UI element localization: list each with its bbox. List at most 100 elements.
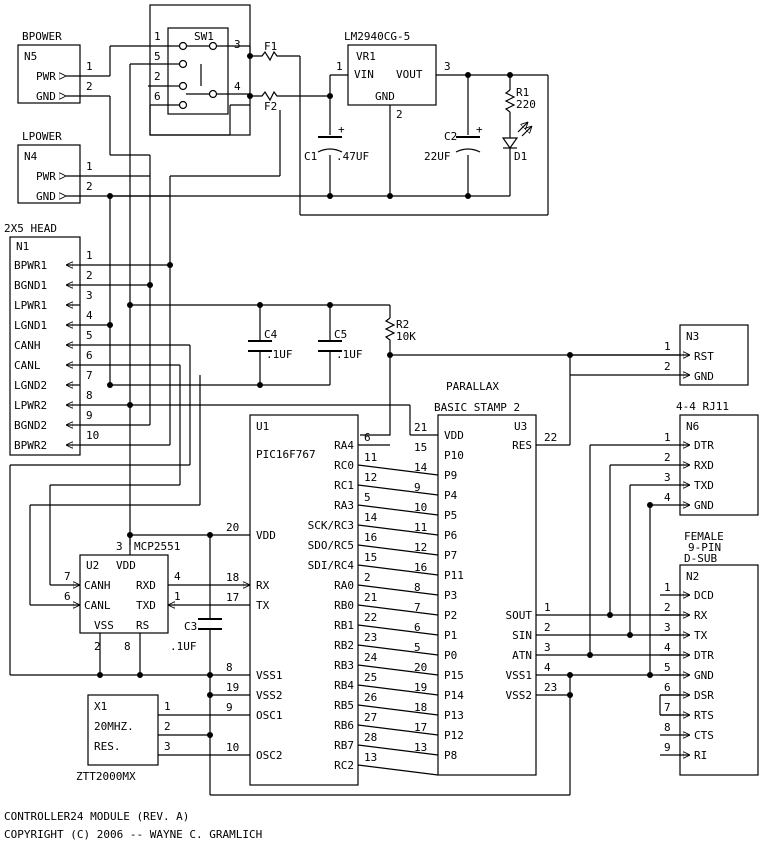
- n1-pin-num-1: 1: [86, 249, 93, 262]
- sw1-pin-4: 4: [234, 80, 241, 93]
- cap-c1[interactable]: + C1 .47UF: [304, 123, 369, 163]
- u2-pin3: 3: [116, 540, 123, 553]
- n1-pin-num-8: 8: [86, 389, 93, 402]
- n5-connector[interactable]: BPOWER N5 PWR GND 1 2: [17, 30, 110, 104]
- n1-pin-num-3: 3: [86, 289, 93, 302]
- n2-pin-num-7: 7: [664, 701, 671, 714]
- bus-line: [357, 664, 439, 676]
- x1-freq: 20MHZ.: [94, 720, 134, 733]
- n1-pin-name-1: BPWR1: [14, 259, 47, 272]
- c3-ref: C3: [184, 620, 197, 633]
- u1-pin-27-name: RB6: [334, 719, 354, 732]
- n2-pin-name-6: DSR: [694, 689, 714, 702]
- svg-text:+: +: [338, 123, 345, 136]
- u1-pin-24-name: RB3: [334, 659, 354, 672]
- x1-resonator[interactable]: X1 20MHZ. RES. ZTT2000MX 1 2 3: [76, 694, 250, 783]
- n1-pin-num-2: 2: [86, 269, 93, 282]
- u1-pin-10-num: 10: [226, 741, 239, 754]
- u3-pin-2-num: 2: [544, 621, 551, 634]
- u1-pin-2-num: 2: [364, 571, 371, 584]
- u1-pin-8-num: 8: [226, 661, 233, 674]
- n2-pin-name-9: RI: [694, 749, 707, 762]
- u1-pin-23-name: RB2: [334, 639, 354, 652]
- u2-chip[interactable]: 3 MCP2551 U2 VDD CANH RXD CANL TXD VSS R…: [64, 540, 181, 653]
- u2-ref: U2: [86, 559, 99, 572]
- u1-pin-12-num: 12: [364, 471, 377, 484]
- resistor-r1[interactable]: R1 220: [504, 86, 536, 113]
- n4-connector[interactable]: LPOWER N4 PWR GND 1 2: [17, 130, 170, 204]
- bus-line: [357, 704, 439, 716]
- fuse-f2[interactable]: F2: [250, 90, 330, 113]
- u3-pin-17-num: 17: [414, 721, 427, 734]
- n2-pin-num-8: 8: [664, 721, 671, 734]
- n6-pin-num-4: 4: [664, 491, 671, 504]
- resistor-r2[interactable]: R2 10K: [360, 317, 680, 436]
- u2-vss: VSS: [94, 619, 114, 632]
- sw1-switch[interactable]: SW1 1 5 2 6 3 4: [149, 4, 251, 136]
- x1-pin3: 3: [164, 740, 171, 753]
- n6-pin-name-2: RXD: [694, 459, 714, 472]
- n5-ref: N5: [24, 50, 37, 63]
- n3-connector[interactable]: N3 1 2 RST GND: [536, 324, 749, 446]
- u1-pin-23-num: 23: [364, 631, 377, 644]
- u3-pin-12-num: 12: [414, 541, 427, 554]
- u1-ref: U1: [256, 420, 269, 433]
- c4-value: .1UF: [266, 348, 293, 361]
- n1-pin-num-6: 6: [86, 349, 93, 362]
- n2-ref: N2: [686, 570, 699, 583]
- n1-wiring: [9, 196, 438, 675]
- u1-pin-17-num: 17: [226, 591, 239, 604]
- n2-connector[interactable]: FEMALE 9-PIN D-SUB N2: [679, 530, 759, 776]
- u3-pin-6-name: P1: [444, 629, 457, 642]
- bus-line: [357, 624, 439, 636]
- u1-pin-21-num: 21: [364, 591, 377, 604]
- n1-connector[interactable]: 2X5 HEAD N1: [4, 222, 81, 456]
- c1-value: .47UF: [336, 150, 369, 163]
- vr1-regulator[interactable]: LM2940CG-5 VR1 VIN VOUT GND 1 2 3: [330, 30, 510, 196]
- cap-c5[interactable]: C5 .1UF: [318, 328, 363, 361]
- fuse-f1[interactable]: F1: [250, 40, 300, 62]
- u3-pin-14-num: 14: [414, 461, 428, 474]
- n6-pin-num-1: 1: [664, 431, 671, 444]
- n3-pin-num-1: 1: [664, 340, 671, 353]
- n6-connector[interactable]: 4-4 RJ11 N6: [676, 400, 759, 516]
- u3-pin-20-num: 20: [414, 661, 427, 674]
- u1-pin-22-num: 22: [364, 611, 377, 624]
- vr1-pin3: 3: [444, 60, 451, 73]
- f1-ref: F1: [264, 40, 277, 53]
- n2-pin-name-3: TX: [694, 629, 708, 642]
- bus-line: [357, 584, 439, 596]
- c4-ref: C4: [264, 328, 278, 341]
- u3-pin-22-name: RES: [512, 439, 532, 452]
- u2-pin2: 2: [94, 640, 101, 653]
- d1-ref: D1: [514, 150, 527, 163]
- led-d1[interactable]: D1: [501, 122, 532, 163]
- u1-pin-15-num: 15: [364, 551, 377, 564]
- u1-pin-14-num: 14: [364, 511, 378, 524]
- u3-pin-9-name: P4: [444, 489, 458, 502]
- u1-pin-20-num: 20: [226, 521, 239, 534]
- u1-chip[interactable]: U1 PIC16F767: [249, 414, 359, 786]
- bus-line: [357, 764, 439, 776]
- footer-copyright: COPYRIGHT (C) 2006 -- WAYNE C. GRAMLICH: [4, 828, 262, 841]
- n2-pin-name-7: RTS: [694, 709, 714, 722]
- c5-value: .1UF: [336, 348, 363, 361]
- sw1-pin-6: 6: [154, 90, 161, 103]
- n3-ref: N3: [686, 330, 699, 343]
- vr1-ref: VR1: [356, 50, 376, 63]
- cap-c4[interactable]: C4 .1UF: [248, 328, 293, 361]
- u1-pin-15-name: SDI/RC4: [308, 559, 355, 572]
- u3-pin-4-num: 4: [544, 661, 551, 674]
- u1-pin-5-name: RA3: [334, 499, 354, 512]
- cap-c3[interactable]: C3 .1UF: [170, 618, 222, 653]
- u1-pin-24-num: 24: [364, 651, 378, 664]
- n3-pin-num-2: 2: [664, 360, 671, 373]
- cap-c2[interactable]: + C2 22UF: [424, 123, 483, 163]
- bus-line: [357, 604, 439, 616]
- n6-pin-num-2: 2: [664, 451, 671, 464]
- n2-title-3: D-SUB: [684, 552, 717, 565]
- x1-type: RES.: [94, 740, 121, 753]
- n5-pin-num-1: 1: [86, 60, 93, 73]
- u1-pin-13-num: 13: [364, 751, 377, 764]
- u3-pin-3-num: 3: [544, 641, 551, 654]
